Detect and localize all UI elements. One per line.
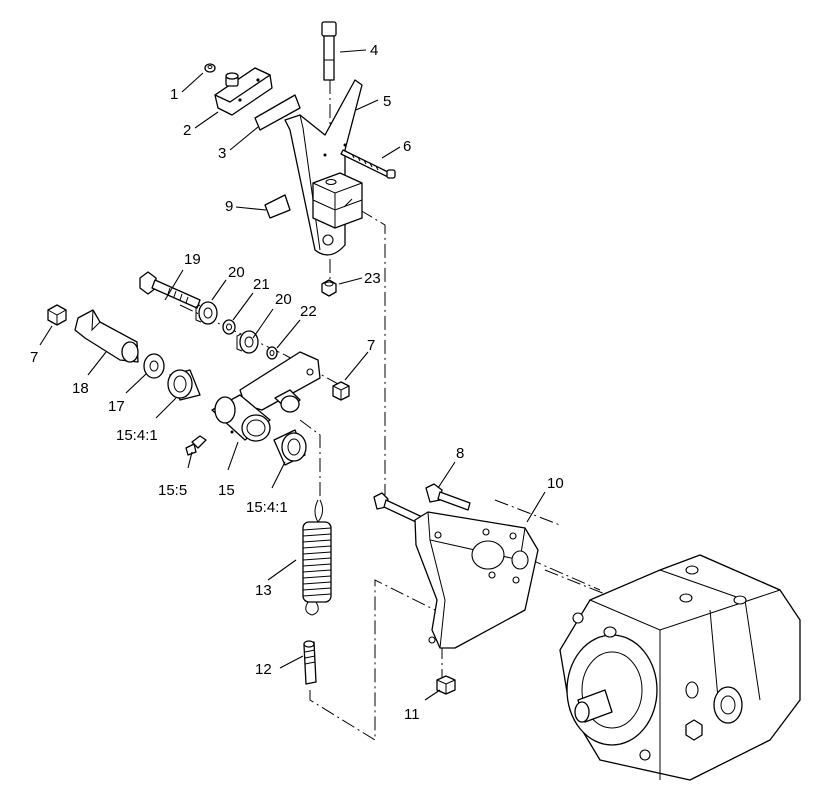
part-13-spring <box>302 499 332 616</box>
part-7-nut-right <box>332 381 350 401</box>
callout-7-right: 7 <box>367 337 375 354</box>
callout-17: 17 <box>108 398 125 415</box>
callout-20a: 20 <box>228 264 245 281</box>
part-2-switch <box>214 67 273 116</box>
part-15-tube <box>211 394 271 442</box>
part-4-bolt <box>321 21 337 81</box>
part-12-stud <box>303 640 317 685</box>
callout-15-4-1-upper: 15:4:1 <box>116 427 158 444</box>
callout-21: 21 <box>253 276 270 293</box>
callout-9: 9 <box>225 198 233 215</box>
part-18-pin <box>74 309 139 363</box>
callout-20b: 20 <box>275 291 292 308</box>
part-lever-plate <box>239 351 321 413</box>
callout-15-4-1-lower: 15:4:1 <box>246 499 288 516</box>
part-11-nut <box>436 675 456 695</box>
part-22-washer <box>266 346 278 360</box>
part-9-tag <box>264 194 291 219</box>
part-15-4-1-bushing-lower <box>273 429 307 466</box>
part-10-mount-bracket <box>414 511 539 649</box>
part-5-bracket <box>284 79 363 256</box>
callout-1: 1 <box>170 86 178 103</box>
callout-13: 13 <box>255 582 272 599</box>
part-19-bolt <box>139 271 201 309</box>
callout-11: 11 <box>404 706 420 723</box>
part-6-pin <box>340 149 396 179</box>
part-7-nut-left <box>47 304 67 326</box>
part-21-spacer <box>222 319 236 335</box>
part-3-insulator <box>254 94 301 131</box>
part-20-bearing-a <box>195 301 218 325</box>
callout-4: 4 <box>370 42 378 59</box>
callout-5: 5 <box>383 93 391 110</box>
callout-15: 15 <box>218 482 235 499</box>
callout-7-left: 7 <box>30 349 38 366</box>
callout-labels: 1 2 3 4 5 6 9 23 19 20 21 20 22 7 18 17 … <box>30 42 564 723</box>
part-15-4-1-bushing-upper <box>167 369 201 401</box>
callout-3: 3 <box>218 145 226 162</box>
callout-19: 19 <box>184 251 201 268</box>
part-20-bearing-b <box>236 330 259 354</box>
hydraulic-pump <box>559 554 801 781</box>
callout-23: 23 <box>364 270 381 287</box>
callout-12: 12 <box>255 661 272 678</box>
callout-15-5: 15:5 <box>158 482 187 499</box>
part-17-washer <box>143 353 165 379</box>
leader-lines <box>39 49 546 701</box>
part-15-5-grease-fitting <box>185 435 207 456</box>
part-1-nut <box>204 63 216 73</box>
callout-22: 22 <box>300 303 317 320</box>
callout-10: 10 <box>547 475 564 492</box>
callout-8: 8 <box>456 445 464 462</box>
part-23-nut <box>321 279 337 297</box>
callout-18: 18 <box>72 380 89 397</box>
callout-2: 2 <box>183 122 191 139</box>
callout-6: 6 <box>403 138 411 155</box>
